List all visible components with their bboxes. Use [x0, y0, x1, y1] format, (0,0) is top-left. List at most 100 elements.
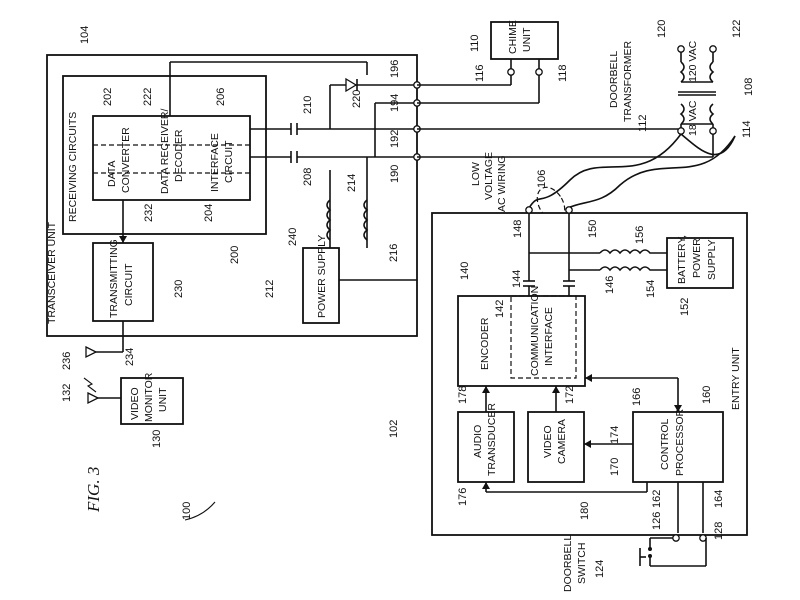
battery-line3: SUPPLY: [706, 239, 718, 280]
ref-180: 180: [579, 502, 591, 520]
ref-120: 120: [656, 20, 668, 38]
ref-140: 140: [459, 262, 471, 280]
ref-162: 162: [651, 490, 663, 508]
transmitting-circuit-line1: TRANSMITTING: [108, 239, 120, 318]
ref-148: 148: [512, 220, 524, 238]
ref-172: 172: [564, 386, 576, 404]
ref-170: 170: [609, 458, 621, 476]
encoder-label: ENCODER: [479, 317, 491, 370]
ref-144: 144: [511, 270, 523, 288]
chime-unit-line2: UNIT: [521, 27, 533, 52]
camera-line2: CAMERA: [556, 419, 568, 464]
ref-192: 192: [389, 130, 401, 148]
comm-interface-line2: INTERFACE: [543, 307, 555, 366]
ref-234: 234: [124, 348, 136, 366]
ref-240: 240: [287, 228, 299, 246]
video-monitor-box: [120, 377, 184, 425]
ref-216: 216: [388, 244, 400, 262]
receiving-circuits-label: RECEIVING CIRCUITS: [67, 112, 79, 222]
transceiver-unit-label: TRANSCEIVER UNIT: [46, 221, 58, 324]
ref-122: 122: [731, 20, 743, 38]
ref-116: 116: [474, 64, 486, 82]
ref-210: 210: [302, 96, 314, 114]
ref-130: 130: [151, 430, 163, 448]
control-line2: PROCESSOR: [674, 408, 686, 476]
transformer-primary: 120 VAC: [687, 40, 699, 82]
wiring-label-line3: AC WIRING: [496, 155, 508, 212]
transformer-label-line2: TRANSFORMER: [622, 41, 634, 123]
ref-236: 236: [61, 352, 73, 370]
ref-194: 194: [389, 94, 401, 112]
antenna-icon: [83, 377, 121, 405]
transmitting-circuit-box: [92, 242, 154, 322]
ref-152: 152: [679, 298, 691, 316]
ref-126: 126: [651, 512, 663, 530]
control-processor-box: [632, 411, 724, 483]
ref-204: 204: [203, 204, 215, 222]
ref-174: 174: [609, 426, 621, 444]
chime-unit-line1: CHIME: [507, 20, 519, 54]
doorbell-switch-symbol: [639, 534, 707, 567]
ref-112: 112: [637, 114, 649, 132]
comm-interface-line1: COMMUNICATION: [529, 286, 541, 376]
power-supply-label: POWER SUPPLY: [316, 235, 328, 318]
power-supply-box: [302, 247, 340, 324]
ref-206: 206: [215, 88, 227, 106]
transceiver-wiring: [85, 61, 417, 359]
entry-internal-wiring: [482, 374, 704, 533]
transmitting-circuit-line2: CIRCUIT: [123, 263, 135, 306]
control-line1: CONTROL: [659, 419, 671, 470]
ref-200: 200: [229, 246, 241, 264]
encoder-block-box: [457, 295, 586, 387]
ref-110: 110: [469, 34, 481, 52]
chime-wiring: [417, 59, 543, 104]
chime-unit-box: [490, 21, 559, 60]
battery-line1: BATTERY,: [676, 235, 688, 284]
ref-114: 114: [741, 120, 753, 138]
ref-214: 214: [346, 174, 358, 192]
video-monitor-line1: VIDEO: [129, 387, 141, 420]
camera-line1: VIDEO: [542, 425, 554, 458]
ref-212: 212: [264, 280, 276, 298]
ref-220: 220: [351, 90, 363, 108]
decoder-stack-box: [92, 115, 251, 201]
battery-box: [666, 237, 734, 289]
entry-line-wiring: [523, 213, 667, 296]
data-converter-line2: CONVERTER: [120, 127, 132, 193]
ref-146: 146: [604, 276, 616, 294]
ref-128: 128: [713, 522, 725, 540]
ref-196: 196: [389, 60, 401, 78]
receiver-decoder-line2: DECODER: [173, 129, 185, 182]
ref-102: 102: [388, 420, 400, 438]
audio-transducer-box: [457, 411, 515, 483]
transformer-secondary: 18 VAC: [687, 100, 699, 136]
ref-104: 104: [79, 26, 91, 44]
audio-line2: TRANSDUCER: [486, 403, 498, 476]
ref-156: 156: [634, 226, 646, 244]
ref-166: 166: [631, 388, 643, 406]
transformer-label-line1: DOORBELL: [608, 51, 620, 108]
ref-202: 202: [102, 88, 114, 106]
receiver-decoder-line1: DATA RECEIVER/: [159, 109, 171, 194]
ref-150: 150: [587, 220, 599, 238]
ref-190: 190: [389, 165, 401, 183]
ref-124: 124: [594, 560, 606, 578]
interface-circuit-line2: CIRCUIT: [223, 140, 235, 183]
leader-100: [184, 501, 216, 521]
doorbell-switch-line1: DOORBELL: [562, 535, 574, 592]
ref-164: 164: [713, 490, 725, 508]
transformer-symbol: [417, 45, 717, 158]
figure-title: FIG. 3: [84, 467, 103, 513]
ref-154: 154: [645, 280, 657, 298]
ref-100: 100: [181, 502, 193, 520]
audio-line1: AUDIO: [472, 425, 484, 458]
video-monitor-line2: MONITOR: [143, 372, 155, 422]
wiring-label-line2: VOLTAGE: [483, 152, 495, 200]
entry-unit-label: ENTRY UNIT: [730, 347, 742, 410]
doorbell-switch-line2: SWITCH: [576, 543, 588, 584]
ref-108: 108: [743, 78, 755, 96]
ref-132: 132: [61, 384, 73, 402]
ref-222: 222: [142, 88, 154, 106]
data-converter-line1: DATA: [106, 161, 118, 187]
